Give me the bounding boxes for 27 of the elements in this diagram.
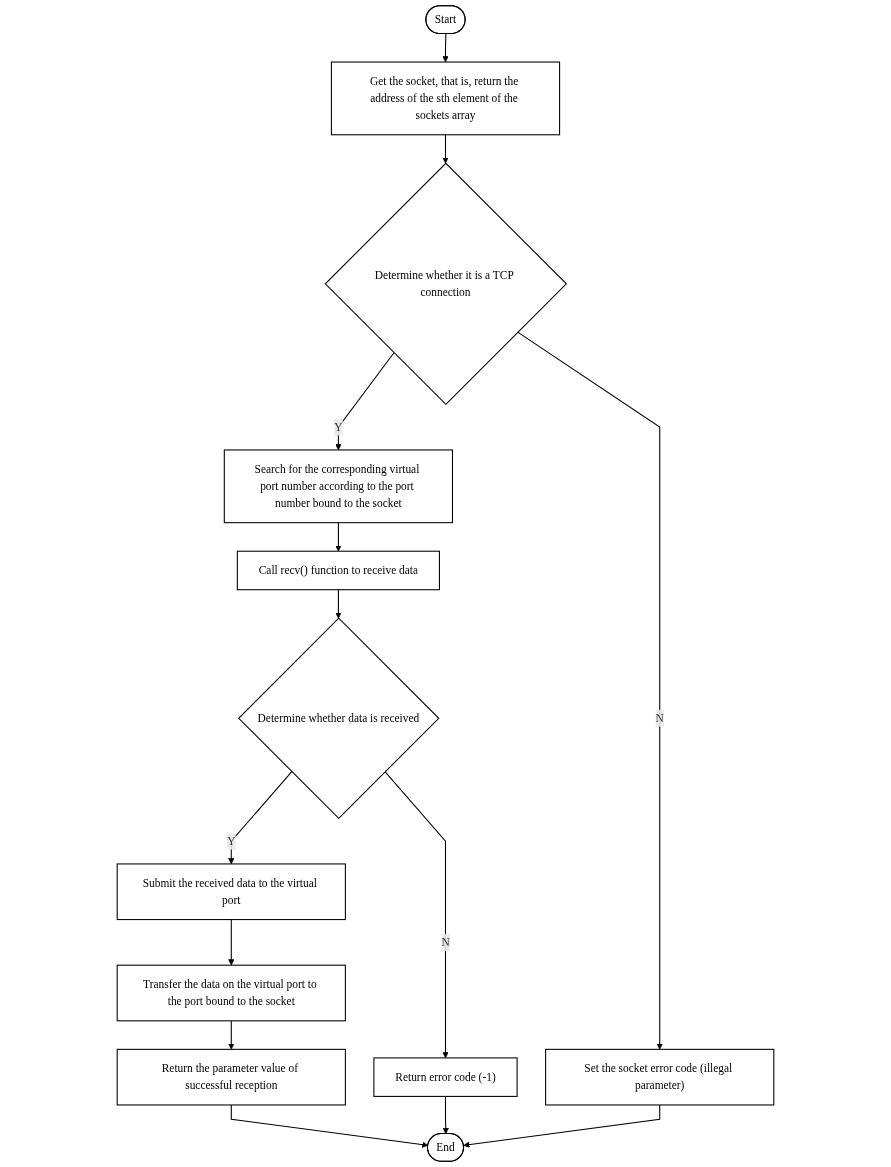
arrow — [228, 771, 293, 865]
node-diamond: Determine whether data is received — [237, 617, 440, 820]
edge-label: N — [655, 711, 664, 724]
arrow — [335, 522, 342, 552]
arrow — [463, 1104, 661, 1148]
node-box: Submit the received data to the virtual port — [116, 863, 346, 921]
edge-label: Y — [334, 420, 343, 433]
arrow — [442, 33, 449, 63]
arrow — [228, 1020, 235, 1050]
arrow — [335, 589, 342, 619]
edge-label: N — [441, 935, 450, 949]
arrow — [384, 771, 449, 1059]
node-box: Get the socket, that is, return the address of the sth element of the sockets array — [330, 61, 561, 136]
node-box: Transfer the data on the virtual port to the port bound to the socket — [116, 964, 346, 1022]
arrow — [335, 352, 395, 451]
node-box: Set the socket error code (illegal parameter) — [545, 1048, 775, 1106]
arrow — [442, 134, 449, 164]
node-box: Return error code (-1) — [373, 1057, 518, 1097]
arrow — [230, 1104, 429, 1148]
arrow — [228, 919, 235, 966]
arrow — [517, 331, 663, 1050]
node-box: Call recv() function to receive data — [236, 550, 440, 591]
arrow — [442, 1095, 449, 1135]
node-box: Return the parameter value of successful reception — [116, 1048, 346, 1106]
edge-label: Y — [227, 834, 236, 847]
node-box: Search for the corresponding virtual port number according to the port number bound to the socket — [223, 449, 453, 524]
node-diamond: Determine whether it is a TCP connection — [324, 162, 568, 406]
